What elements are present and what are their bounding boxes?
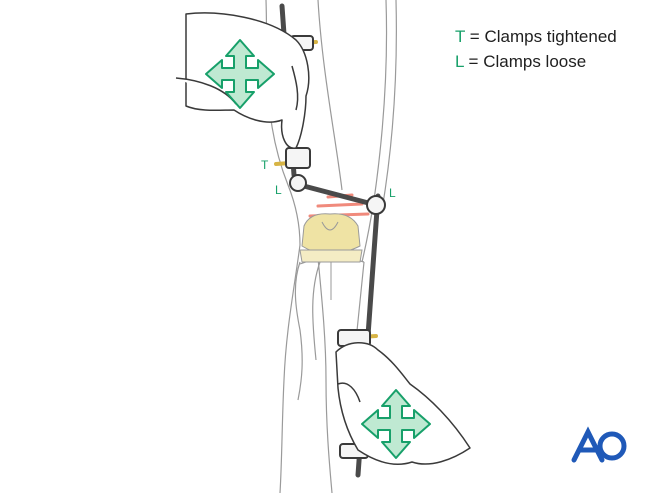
clamp-legend: T = Clamps tightened L = Clamps loose	[455, 28, 617, 78]
clamp-label-l-left: L	[275, 183, 282, 197]
legend-text-tightened: = Clamps tightened	[465, 27, 617, 46]
ao-logo	[571, 426, 627, 463]
move-arrows-upper	[205, 39, 275, 109]
move-arrows-lower	[361, 389, 431, 459]
clamp-label-l-right: L	[389, 186, 396, 200]
legend-row-tightened: T = Clamps tightened	[455, 28, 617, 53]
legend-row-loose: L = Clamps loose	[455, 53, 617, 78]
legend-text-loose: = Clamps loose	[463, 52, 587, 71]
knee-implant	[299, 213, 363, 300]
clamp-label-t: T	[261, 158, 269, 172]
legend-key-l: L	[455, 52, 464, 71]
legend-key-t: T	[455, 27, 466, 46]
